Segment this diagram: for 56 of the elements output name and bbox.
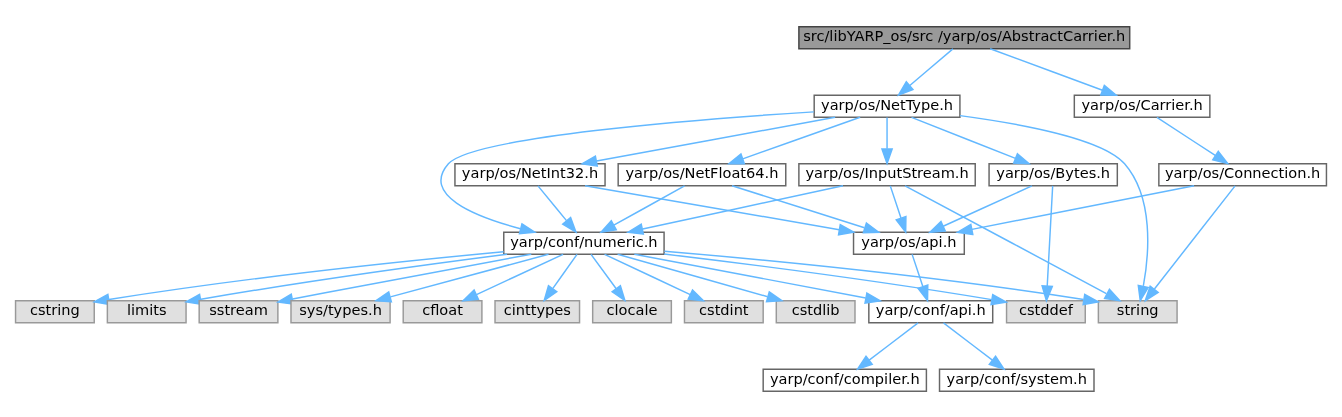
node-box: src/libYARP_os/src /yarp/os/AbstractCarrier.h — [798, 25, 1131, 49]
node-box: yarp/conf/compiler.h — [762, 368, 928, 392]
arrow — [1143, 184, 1236, 302]
arrow — [731, 184, 881, 233]
arrow — [989, 47, 1119, 96]
arrow — [1156, 116, 1230, 165]
arrow — [889, 184, 907, 234]
node-box: yarp/os/Carrier.h — [1073, 94, 1211, 118]
node-box: cinttypes — [494, 299, 581, 323]
arrow — [910, 116, 1032, 165]
node-box: limits — [106, 299, 187, 323]
arrow — [440, 110, 815, 235]
arrow — [373, 253, 550, 303]
arrow — [616, 253, 785, 302]
node-box: sstream — [198, 299, 279, 323]
arrow — [896, 47, 954, 96]
node-box: yarp/os/Connection.h — [1158, 162, 1328, 186]
arrow — [955, 184, 1195, 235]
arrow — [726, 116, 861, 164]
arrow — [1041, 184, 1054, 303]
arrow — [461, 253, 564, 302]
arrow — [603, 253, 706, 302]
node-box: yarp/conf/numeric.h — [503, 231, 665, 255]
arrow — [911, 253, 929, 303]
arrow — [579, 116, 836, 167]
arrow — [599, 184, 686, 233]
arrow — [904, 184, 1122, 302]
arrow — [959, 114, 1150, 303]
node-box: yarp/os/NetType.h — [813, 94, 961, 118]
node-box: cfloat — [402, 299, 483, 323]
arrow — [542, 253, 578, 302]
arrow — [584, 184, 856, 236]
node-box: yarp/os/NetInt32.h — [454, 162, 606, 186]
node-box: yarp/conf/api.h — [868, 299, 994, 323]
node-box: sys/types.h — [290, 299, 391, 323]
arrow — [663, 252, 1009, 306]
node-box: cstring — [14, 299, 95, 323]
arrow — [537, 184, 578, 234]
arrow — [663, 249, 1101, 305]
node-box: cstdint — [683, 299, 764, 323]
node-box: yarp/os/NetFloat64.h — [617, 162, 787, 186]
node-box: yarp/conf/system.h — [938, 368, 1095, 392]
arrow — [625, 184, 844, 235]
node-box: string — [1097, 299, 1178, 323]
arrow — [880, 116, 894, 166]
node-box: cstdlib — [775, 299, 856, 323]
arrow — [855, 321, 919, 370]
node-box: yarp/os/Bytes.h — [988, 162, 1119, 186]
node-box: yarp/os/InputStream.h — [798, 162, 976, 186]
arrow — [927, 184, 1033, 233]
node-box: yarp/os/api.h — [852, 231, 965, 255]
arrow — [590, 253, 627, 302]
arrow — [633, 253, 883, 304]
node-box: cstddef — [1005, 299, 1086, 323]
node-box: clocale — [591, 299, 673, 323]
arrow — [942, 321, 1006, 370]
